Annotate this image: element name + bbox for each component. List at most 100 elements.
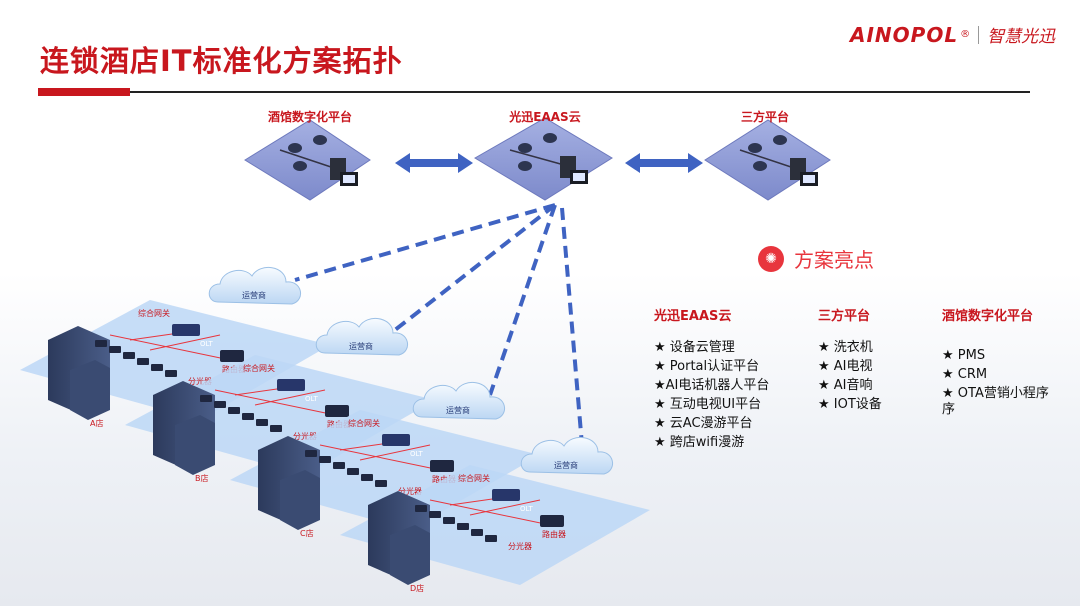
platform-center: 光迅EAAS云 — [474, 109, 613, 201]
cloud-label: 运营商 — [446, 405, 470, 415]
access-point-icon — [214, 401, 226, 408]
access-point-icon — [151, 364, 163, 371]
brand-logo: AINOPOL ® 智慧光迅 — [850, 22, 1056, 48]
access-point-icon — [457, 523, 469, 530]
access-point-icon — [347, 468, 359, 475]
access-point-icon — [429, 511, 441, 518]
router-icon — [325, 405, 349, 417]
access-point-icon — [200, 395, 212, 402]
list-item: ★ CRM — [942, 367, 988, 382]
olt-label: OLT — [520, 505, 533, 513]
list-item: ★ 云AC漫游平台 — [654, 416, 753, 431]
list-item: ★AI电话机器人平台 — [654, 378, 770, 393]
logo-slogan: 智慧光迅 — [987, 27, 1056, 47]
link-left-center — [395, 153, 473, 173]
feature-column-eaas: 光迅EAAS云 ★ 设备云管理 ★ Portal认证平台 ★AI电话机器人平台 … — [654, 305, 804, 452]
olt-label: OLT — [200, 340, 213, 348]
platform-left-label: 酒馆数字化平台 — [268, 109, 352, 124]
gateway-label: 综合网关 — [138, 308, 170, 318]
link-center-right — [625, 153, 703, 173]
highlights-title: 方案亮点 — [794, 248, 874, 272]
carrier-cloud: 运营商 — [412, 382, 505, 420]
access-point-icon — [443, 517, 455, 524]
list-item: ★ AI电视 — [818, 359, 873, 374]
branch-site: 综合网关OLT路由器分光器A店 — [20, 300, 330, 428]
column-title: 三方平台 — [818, 309, 871, 324]
carrier-cloud: 运营商 — [315, 318, 408, 356]
title-accent-bar — [38, 88, 130, 96]
router-icon — [430, 460, 454, 472]
cloud-icon — [315, 318, 408, 356]
column-title: 光迅EAAS云 — [654, 309, 732, 324]
olt-label: OLT — [410, 450, 423, 458]
gateway-icon — [492, 489, 520, 501]
branch-site: 综合网关OLT路由器分光器B店 — [125, 355, 435, 483]
building-icon — [175, 415, 215, 475]
access-point-icon — [375, 480, 387, 487]
gateway-label: 综合网关 — [243, 363, 275, 373]
access-point-icon — [319, 456, 331, 463]
logo-separator — [978, 25, 980, 44]
logo-brand: AINOPOL — [850, 22, 959, 47]
gateway-icon — [172, 324, 200, 336]
list-item: ★ 跨店wifi漫游 — [654, 435, 745, 450]
cloud-label: 运营商 — [242, 290, 266, 300]
splitter-label: 分光器 — [508, 541, 532, 551]
cloud-label: 运营商 — [554, 460, 578, 470]
access-point-icon — [256, 419, 268, 426]
platform-right-label: 三方平台 — [741, 109, 789, 124]
access-point-icon — [228, 407, 240, 414]
carrier-cloud: 运营商 — [520, 437, 613, 475]
access-point-icon — [415, 505, 427, 512]
list-item: ★ OTA营销小程序 — [942, 386, 1049, 401]
platform-right: 三方平台 — [704, 109, 831, 201]
list-item: ★ AI音响 — [818, 378, 873, 393]
store-label: B店 — [195, 473, 209, 483]
olt-label: OLT — [305, 395, 318, 403]
access-point-icon — [333, 462, 345, 469]
access-point-icon — [95, 340, 107, 347]
highlights-heading: ✺ 方案亮点 — [758, 244, 874, 273]
feature-column-third-party: 三方平台 ★ 洗衣机 ★ AI电视 ★ AI音响 ★ IOT设备 — [818, 305, 928, 414]
building-icon — [280, 470, 320, 530]
list-item: ★ PMS — [942, 348, 986, 363]
gateway-label: 综合网关 — [348, 418, 380, 428]
store-label: A店 — [90, 418, 103, 428]
building-icon — [390, 525, 430, 585]
list-item: ★ 设备云管理 — [654, 340, 735, 355]
list-item: ★ Portal认证平台 — [654, 359, 760, 374]
title-divider — [130, 91, 1030, 93]
store-label: C店 — [300, 528, 314, 538]
access-point-icon — [270, 425, 282, 432]
cloud-icon — [520, 437, 613, 475]
access-point-icon — [305, 450, 317, 457]
access-point-icon — [123, 352, 135, 359]
wan-links — [294, 203, 584, 446]
building-icon — [70, 360, 110, 420]
access-point-icon — [242, 413, 254, 420]
list-item: 序 — [942, 402, 956, 417]
splitter-label: 分光器 — [188, 376, 212, 386]
gateway-icon — [277, 379, 305, 391]
platform-center-label: 光迅EAAS云 — [508, 109, 580, 124]
access-point-icon — [471, 529, 483, 536]
list-item: ★ IOT设备 — [818, 397, 882, 412]
lightbulb-icon: ✺ — [758, 245, 784, 272]
gateway-icon — [382, 434, 410, 446]
list-item: ★ 洗衣机 — [818, 340, 873, 355]
column-title: 酒馆数字化平台 — [942, 309, 1034, 324]
cloud-label: 运营商 — [349, 341, 373, 351]
access-point-icon — [165, 370, 177, 377]
router-icon — [540, 515, 564, 527]
platform-left: 酒馆数字化平台 — [244, 109, 371, 201]
store-label: D店 — [410, 583, 424, 593]
splitter-label: 分光器 — [398, 486, 422, 496]
access-point-icon — [485, 535, 497, 542]
feature-column-digital: 酒馆数字化平台 ★ PMS ★ CRM ★ OTA营销小程序 序 — [942, 305, 1062, 417]
cloud-icon — [208, 267, 301, 305]
router-label: 路由器 — [542, 529, 566, 539]
logo-registered: ® — [960, 29, 971, 40]
carrier-cloud: 运营商 — [208, 267, 301, 305]
